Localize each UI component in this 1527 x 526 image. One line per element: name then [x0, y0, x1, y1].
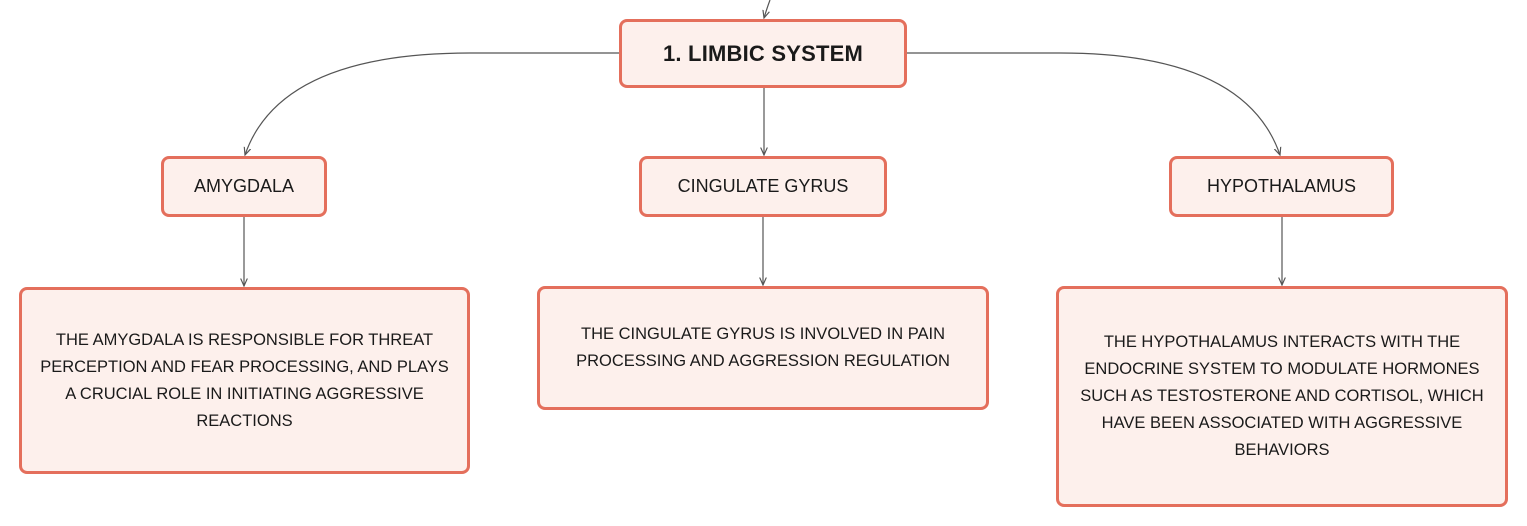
- topic-node-amygdala[interactable]: AMYGDALA: [161, 156, 327, 217]
- root-node-label: 1. LIMBIC SYSTEM: [663, 40, 863, 66]
- topic-label-cingulate-gyrus: CINGULATE GYRUS: [677, 176, 849, 196]
- topic-label-amygdala: AMYGDALA: [193, 176, 295, 196]
- incoming-connector: [764, 0, 771, 18]
- detail-node-cingulate-gyrus[interactable]: THE CINGULATE GYRUS IS INVOLVED IN PAIN …: [537, 286, 989, 410]
- root-node-limbic-system[interactable]: 1. LIMBIC SYSTEM: [619, 19, 907, 88]
- connector-root-hypothalamus: [907, 52, 1280, 155]
- detail-node-hypothalamus[interactable]: THE HYPOTHALAMUS INTERACTS WITH THE ENDO…: [1056, 286, 1508, 507]
- topic-label-hypothalamus: HYPOTHALAMUS: [1206, 176, 1357, 196]
- detail-text-hypothalamus: THE HYPOTHALAMUS INTERACTS WITH THE ENDO…: [1080, 333, 1484, 459]
- connector-root-amygdala: [245, 52, 619, 155]
- detail-text-amygdala: THE AMYGDALA IS RESPONSIBLE FOR THREAT P…: [40, 330, 449, 430]
- detail-text-cingulate-gyrus: THE CINGULATE GYRUS IS INVOLVED IN PAIN …: [576, 325, 950, 370]
- detail-node-amygdala[interactable]: THE AMYGDALA IS RESPONSIBLE FOR THREAT P…: [19, 287, 470, 474]
- topic-node-hypothalamus[interactable]: HYPOTHALAMUS: [1169, 156, 1394, 217]
- topic-node-cingulate-gyrus[interactable]: CINGULATE GYRUS: [639, 156, 887, 217]
